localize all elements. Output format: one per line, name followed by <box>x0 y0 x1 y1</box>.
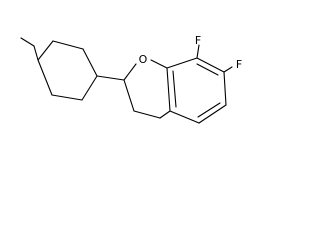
bond-aromatic-inner-1 <box>172 70 177 108</box>
bonds <box>20 37 233 124</box>
fluorine-atom-label-top: F <box>195 34 201 47</box>
bond-aromatic-inner-2 <box>197 102 221 118</box>
bond-ethyl-ch2 <box>33 45 39 61</box>
bond-cyclohexane-1 <box>37 40 54 61</box>
bond-o-c8a <box>150 59 168 69</box>
bond-c3-c4 <box>133 110 161 119</box>
bond-c6-c7 <box>223 71 227 106</box>
atom-labels: O F F <box>139 34 243 71</box>
bond-c8a-c4a <box>166 67 171 112</box>
bond-c2-o <box>123 63 137 81</box>
bond-c2-c3 <box>123 79 135 112</box>
oxygen-atom-label: O <box>139 53 148 66</box>
bond-ethyl-ch3 <box>20 37 35 47</box>
bond-c4-c4a <box>159 110 171 119</box>
bond-c8-c8a <box>166 57 198 69</box>
bond-cyclohexane-6 <box>37 59 53 96</box>
bond-cyclohexane-4 <box>81 75 98 101</box>
bond-cyclohexane-2 <box>52 40 84 50</box>
bond-cyclohexane-3 <box>82 48 98 77</box>
bond-c7-c8 <box>196 57 225 73</box>
bond-c5-c6 <box>198 104 227 124</box>
bond-aromatic-inner-3 <box>196 63 219 76</box>
bond-c7-f <box>223 66 233 73</box>
chemical-structure-diagram: O F F <box>20 34 243 124</box>
fluorine-atom-label-right: F <box>236 58 242 71</box>
bond-c8-f <box>196 44 200 59</box>
bond-cyclohexane-5 <box>51 94 83 101</box>
bond-linker <box>96 75 125 81</box>
bond-c4a-c5 <box>169 110 200 124</box>
